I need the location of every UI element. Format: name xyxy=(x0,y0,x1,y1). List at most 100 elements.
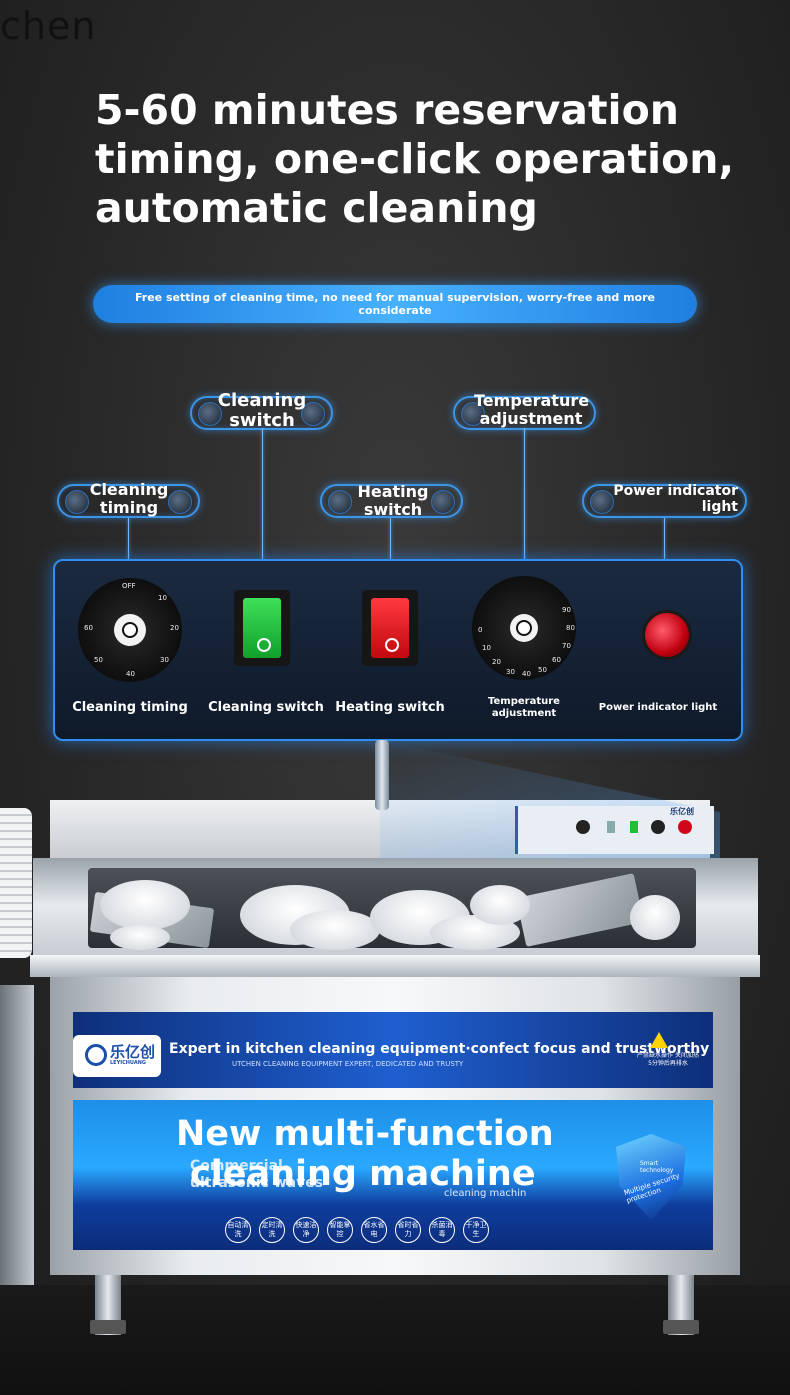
plate xyxy=(110,925,170,950)
callout-ball-icon xyxy=(461,402,485,426)
callout-cleaning-switch xyxy=(190,396,333,430)
tick-label: OFF xyxy=(122,582,136,590)
callout-label-cleaning-timing: Cleaning timing xyxy=(89,480,169,517)
knob-pointer-icon xyxy=(122,622,138,638)
machine-foot xyxy=(90,1320,126,1334)
stacked-plates xyxy=(0,808,32,958)
tick-label: 20 xyxy=(492,658,501,666)
callout-ball-icon xyxy=(328,490,352,514)
knob-pointer-icon xyxy=(516,620,532,636)
callout-power-light xyxy=(582,484,747,518)
panel-label-cleaning-switch: Cleaning switch xyxy=(208,700,324,715)
power-indicator-light xyxy=(642,610,692,660)
callout-label-power-light: Power indicator light xyxy=(613,483,738,515)
product-title-line2: cleaning machine xyxy=(190,1154,536,1194)
feature-badge: 省时省力 xyxy=(395,1217,421,1243)
feature-badge: 干净卫生 xyxy=(463,1217,489,1243)
subtitle-text: Free setting of cleaning time, no need f… xyxy=(134,291,656,317)
mini-knob-icon xyxy=(576,820,590,834)
subtitle-pill: Free setting of cleaning time, no need f… xyxy=(93,285,697,323)
switch-ring-icon xyxy=(257,638,271,652)
tick-label: 60 xyxy=(84,624,93,632)
tick-label: 20 xyxy=(170,624,179,632)
tick-label: 50 xyxy=(538,666,547,674)
plate xyxy=(100,880,190,930)
callout-label-cleaning-switch: Cleaning switch xyxy=(217,390,307,431)
feature-badge: 定时清洗 xyxy=(259,1217,285,1243)
product-title-line1: New multi-function xyxy=(176,1114,554,1154)
timer-knob[interactable]: OFF 10 20 30 40 50 60 xyxy=(78,578,182,682)
mini-switch-icon xyxy=(607,821,615,833)
tick-label: 0 xyxy=(478,626,483,634)
basin-rim xyxy=(30,955,760,977)
heating-switch[interactable] xyxy=(362,590,418,666)
tick-label: 40 xyxy=(126,670,135,678)
water-spout xyxy=(375,740,389,810)
plate xyxy=(470,885,530,925)
leader-line xyxy=(262,428,263,620)
warning-icon xyxy=(650,1032,668,1048)
plate xyxy=(630,895,680,940)
shield-text: Smart technology xyxy=(640,1160,674,1174)
callout-ball-icon xyxy=(431,490,455,514)
mini-knob-icon xyxy=(651,820,665,834)
callout-ball-icon xyxy=(301,402,325,426)
switch-ring-icon xyxy=(385,638,399,652)
product-title-small: cleaning machin xyxy=(444,1188,527,1199)
product-title-band xyxy=(73,1100,713,1250)
tick-label: 80 xyxy=(566,624,575,632)
warning-text: 严禁缺水操作 关闭加热5分钟后再排水 xyxy=(637,1052,699,1067)
knob-cap xyxy=(510,614,538,642)
brand-logo xyxy=(73,1035,161,1077)
callout-heating-switch xyxy=(320,484,463,518)
ghost-text: ultrasonic waves xyxy=(190,1175,324,1191)
panel-label-heating-switch: Heating switch xyxy=(335,700,445,715)
mini-switch-icon xyxy=(630,821,638,833)
panel-label-temperature: Temperature adjustment xyxy=(488,696,560,719)
tick-label: 50 xyxy=(94,656,103,664)
callout-ball-icon xyxy=(198,402,222,426)
panel-label-power-light: Power indicator light xyxy=(598,702,718,713)
corner-text: chen xyxy=(0,4,97,48)
machine-foot xyxy=(663,1320,699,1334)
mini-logo: 乐亿创 xyxy=(670,807,694,816)
tick-label: 30 xyxy=(160,656,169,664)
feature-badge: 智能掌控 xyxy=(327,1217,353,1243)
tick-label: 40 xyxy=(522,670,531,678)
band-slogan: Expert in kitchen cleaning equipment·con… xyxy=(169,1041,710,1057)
tick-label: 10 xyxy=(482,644,491,652)
switch-face xyxy=(243,598,281,658)
tick-label: 10 xyxy=(158,594,167,602)
switch-face xyxy=(371,598,409,658)
brand-name-en: LEYICHUANG xyxy=(110,1060,147,1066)
tick-label: 90 xyxy=(562,606,571,614)
tick-label: 70 xyxy=(562,642,571,650)
feature-badge: 杀菌消毒 xyxy=(429,1217,455,1243)
callout-label-heating-switch: Heating switch xyxy=(357,482,429,519)
temperature-knob[interactable]: 0 10 20 30 40 50 60 70 80 90 xyxy=(472,576,576,680)
band-sub-slogan: UTCHEN CLEANING EQUIPMENT EXPERT, DEDICA… xyxy=(232,1060,464,1068)
callout-ball-icon xyxy=(590,490,614,514)
tick-label: 30 xyxy=(506,668,515,676)
mini-lamp-icon xyxy=(678,820,692,834)
panel-label-cleaning-timing: Cleaning timing xyxy=(72,700,188,715)
knob-cap xyxy=(114,614,146,646)
tick-label: 60 xyxy=(552,656,561,664)
headline: 5-60 minutes reservation timing, one-cli… xyxy=(95,86,735,232)
callout-ball-icon xyxy=(168,490,192,514)
brand-name-cn: 乐亿创 xyxy=(110,1043,156,1061)
ghost-text: Commercial xyxy=(190,1158,283,1174)
brand-band xyxy=(73,1012,713,1088)
feature-badge: 快速洁净 xyxy=(293,1217,319,1243)
plate xyxy=(290,910,380,950)
callout-label-temperature: Temperature adjustment xyxy=(474,391,590,428)
callout-cleaning-timing xyxy=(57,484,200,518)
feature-badge: 自动清洗 xyxy=(225,1217,251,1243)
floor xyxy=(0,1285,790,1395)
brand-emblem-icon xyxy=(85,1044,107,1066)
leader-line xyxy=(524,428,525,628)
feature-badge: 省水省电 xyxy=(361,1217,387,1243)
cleaning-switch[interactable] xyxy=(234,590,290,666)
side-table xyxy=(0,985,34,1285)
